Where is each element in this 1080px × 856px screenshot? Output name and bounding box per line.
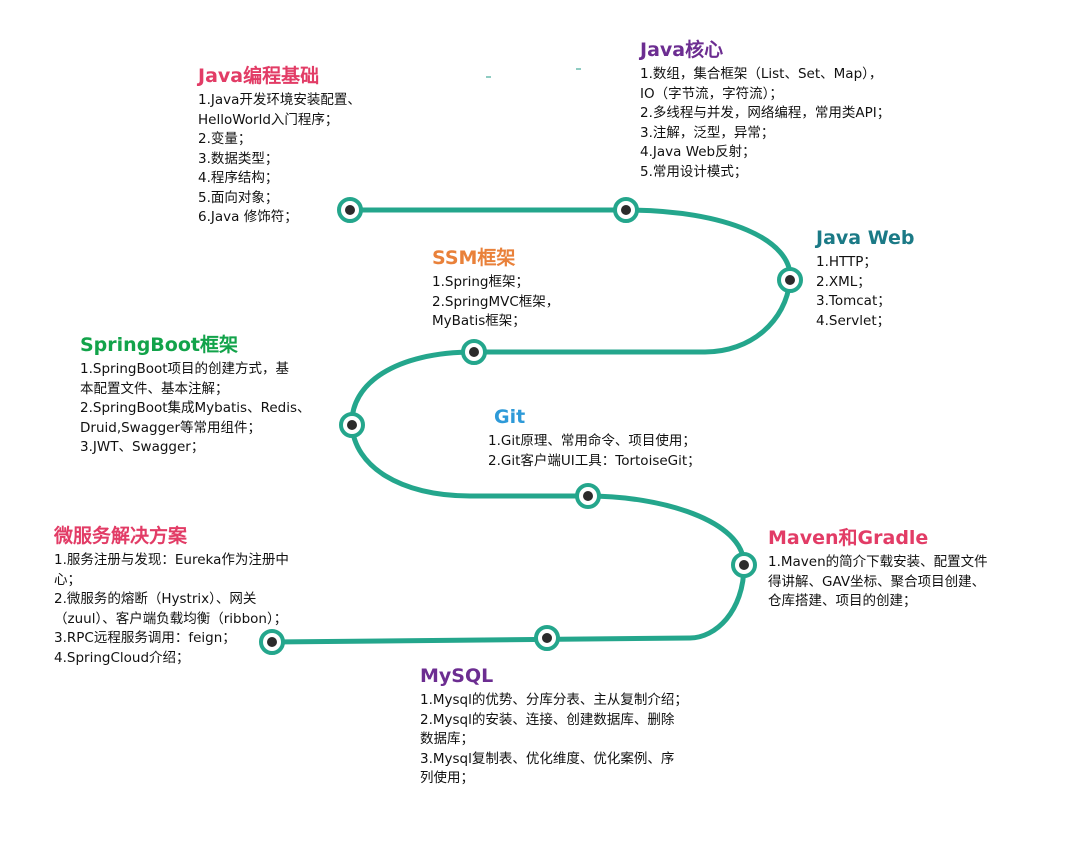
stage-title: Maven和Gradle	[768, 527, 929, 549]
stage-item: 列使用；	[420, 770, 474, 786]
stage-item: 3.数据类型；	[198, 150, 279, 167]
stage-title: Java编程基础	[198, 65, 320, 87]
stage-item: MyBatis框架；	[432, 313, 526, 329]
stage-items: 1.Java开发环境安装配置、 HelloWorld入门程序； 2.变量； 3.数据类…	[198, 91, 361, 228]
stage-item: 1.数组，集合框架（List、Set、Map），	[640, 66, 883, 82]
stage-item: 2.SpringBoot集成Mybatis、Redis、	[80, 400, 311, 416]
node-git	[575, 483, 601, 509]
node-mysql	[534, 625, 560, 651]
stage-mysql: MySQL 1.Mysql的优势、分库分表、主从复制介绍； 2.Mysql的安装、…	[420, 664, 688, 789]
stage-items: 1.Mysql的优势、分库分表、主从复制介绍； 2.Mysql的安装、连接、创建数…	[420, 691, 688, 789]
stage-item: （zuul）、客户端负载均衡（ribbon）；	[54, 610, 288, 627]
stage-item: 2.Mysql的安装、连接、创建数据库、删除	[420, 711, 675, 728]
stage-item: 1.Java开发环境安装配置、	[198, 92, 361, 108]
stage-item: 6.Java 修饰符；	[198, 209, 298, 225]
stage-title: Git	[494, 406, 526, 428]
node-maven	[731, 552, 757, 578]
stage-item: 2.Git客户端UI工具：TortoiseGit；	[488, 452, 701, 469]
stage-items: 1.Git原理、常用命令、项目使用； 2.Git客户端UI工具：TortoiseG…	[488, 432, 701, 471]
stage-item: HelloWorld入门程序；	[198, 111, 339, 128]
stage-item: 2.XML；	[816, 273, 871, 290]
stage-item: 4.SpringCloud介绍；	[54, 649, 190, 666]
stage-item: 5.面向对象；	[198, 189, 279, 206]
stage-item: 4.Servlet；	[816, 312, 891, 329]
decorative-mark	[576, 68, 581, 70]
stage-item: 3.JWT、Swagger；	[80, 439, 205, 455]
stage-item: 1.Spring框架；	[432, 274, 529, 290]
stage-items: 1.Maven的简介下载安装、配置文件得讲解、GAV坐标、聚合项目创建、仓库搭建…	[768, 553, 988, 612]
stage-items: 1.Spring框架； 2.SpringMVC框架， MyBatis框架；	[432, 273, 559, 332]
stage-items: 1.HTTP； 2.XML； 3.Tomcat； 4.Servlet；	[816, 253, 914, 331]
stage-item: 数据库；	[420, 731, 474, 747]
node-ssm	[461, 339, 487, 365]
stage-maven: Maven和Gradle 1.Maven的简介下载安装、配置文件得讲解、GAV坐…	[768, 526, 988, 612]
stage-title: Java核心	[640, 39, 724, 61]
stage-item: 1.Mysql的优势、分库分表、主从复制介绍；	[420, 692, 688, 708]
stage-item: 1.服务注册与发现：Eureka作为注册中	[54, 552, 289, 568]
node-microservices	[259, 629, 285, 655]
node-springboot	[339, 412, 365, 438]
stage-title: 微服务解决方案	[54, 525, 188, 547]
stage-item: 5.常用设计模式；	[640, 163, 748, 180]
stage-items: 1.SpringBoot项目的创建方式，基本配置文件、基本注解； 2.Spring…	[80, 360, 311, 458]
stage-item: 3.Mysql复制表、优化维度、优化案例、序	[420, 750, 675, 767]
stage-item: 1.Git原理、常用命令、项目使用；	[488, 433, 696, 449]
stage-item: 2.微服务的熔断（Hystrix）、网关	[54, 591, 257, 607]
stage-item: IO（字节流，字符流）；	[640, 85, 783, 102]
stage-item: 1.Maven的简介下载安装、配置文件	[768, 554, 988, 570]
node-java-basics	[337, 197, 363, 223]
stage-java-basics: Java编程基础 1.Java开发环境安装配置、 HelloWorld入门程序； 2…	[198, 64, 361, 228]
stage-items: 1.数组，集合框架（List、Set、Map）， IO（字节流，字符流）； 2.多线…	[640, 65, 890, 182]
stage-item: 1.SpringBoot项目的创建方式，基	[80, 361, 290, 377]
stage-title: SpringBoot框架	[80, 334, 238, 356]
stage-git: Git 1.Git原理、常用命令、项目使用； 2.Git客户端UI工具：Torto…	[488, 405, 701, 471]
stage-item: 仓库搭建、项目的创建；	[768, 593, 917, 609]
stage-items: 1.服务注册与发现：Eureka作为注册中心； 2.微服务的熔断（Hystrix）…	[54, 551, 289, 668]
stage-title: SSM框架	[432, 247, 516, 269]
stage-item: 3.注解，泛型，异常；	[640, 124, 775, 141]
stage-java-core: Java核心 1.数组，集合框架（List、Set、Map）， IO（字节流，字符…	[640, 38, 890, 182]
stage-title: MySQL	[420, 665, 494, 687]
stage-springboot: SpringBoot框架 1.SpringBoot项目的创建方式，基本配置文件、…	[80, 333, 311, 458]
node-java-web	[777, 267, 803, 293]
node-java-core	[613, 197, 639, 223]
stage-item: 3.RPC远程服务调用：feign；	[54, 630, 236, 646]
stage-item: Druid,Swagger等常用组件；	[80, 419, 261, 436]
stage-item: 本配置文件、基本注解；	[80, 380, 229, 397]
stage-item: 4.程序结构；	[198, 170, 279, 186]
stage-item: 2.SpringMVC框架，	[432, 293, 560, 310]
stage-item: 2.多线程与并发，网络编程，常用类API；	[640, 105, 891, 121]
stage-microservices: 微服务解决方案 1.服务注册与发现：Eureka作为注册中心； 2.微服务的熔断（…	[54, 524, 289, 668]
stage-item: 2.变量；	[198, 131, 252, 147]
stage-item: 心；	[54, 571, 81, 588]
stage-item: 3.Tomcat；	[816, 293, 891, 309]
stage-item: 1.HTTP；	[816, 254, 877, 270]
decorative-mark	[486, 76, 491, 78]
stage-item: 4.Java Web反射；	[640, 144, 756, 160]
stage-ssm: SSM框架 1.Spring框架； 2.SpringMVC框架， MyBatis框架…	[432, 246, 559, 332]
stage-item: 得讲解、GAV坐标、聚合项目创建、	[768, 573, 986, 590]
stage-java-web: Java Web 1.HTTP； 2.XML； 3.Tomcat； 4.Servlet…	[816, 226, 914, 331]
stage-title: Java Web	[816, 227, 915, 249]
